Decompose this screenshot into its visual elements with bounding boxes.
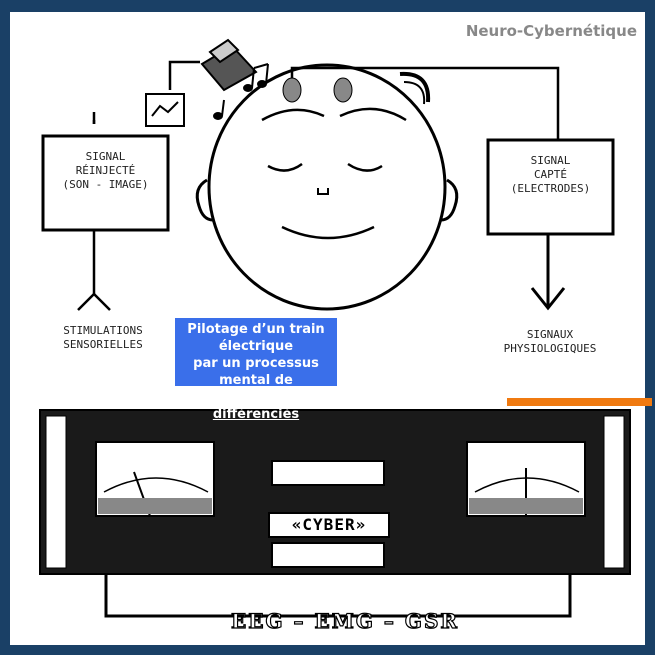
banner-line: par un processus mental de: [193, 356, 319, 388]
right-box-line: SIGNAL: [530, 154, 571, 167]
keyboard-icon: [200, 38, 258, 92]
left-box-line: (SON - IMAGE): [62, 178, 149, 191]
description-banner: Pilotage d’un train électrique par un pr…: [175, 318, 337, 422]
banner-line: Pilotage d’un train électrique: [187, 322, 325, 354]
device-drawing: [39, 409, 631, 618]
right-box-line: CAPTÉ: [533, 168, 568, 181]
monitor-icon: [145, 93, 185, 127]
right-box-line: (ELECTRODES): [510, 182, 591, 195]
right-output-line: PHYSIOLOGIQUES: [503, 342, 597, 355]
left-box-line: SIGNAL: [85, 150, 126, 163]
neuro-diagram: [39, 38, 631, 618]
device-label: EEG – EMG – GSR: [230, 608, 460, 633]
diagram-frame: Neuro-Cybernétique SIGNAL RÉINJECTÉ (SON…: [10, 12, 652, 645]
right-output-line: SIGNAUX: [526, 328, 574, 341]
left-output-label: STIMULATIONS SENSORIELLES: [38, 324, 168, 352]
right-signal-box-text: SIGNAL CAPTÉ (ELECTRODES): [488, 154, 613, 196]
accent-bar: [507, 398, 652, 406]
left-box-line: RÉINJECTÉ: [75, 164, 136, 177]
head-drawing: [195, 63, 459, 311]
electrode-icon: [282, 77, 353, 103]
banner-link[interactable]: trois ordres différenciés: [212, 390, 300, 422]
left-signal-box: [41, 134, 170, 232]
left-signal-box-text: SIGNAL RÉINJECTÉ (SON - IMAGE): [43, 150, 168, 192]
left-output-line: SENSORIELLES: [63, 338, 143, 351]
device-display: «CYBER»: [268, 512, 390, 538]
music-note-icon: [213, 63, 269, 120]
left-output-line: STIMULATIONS: [63, 324, 143, 337]
page-title: Neuro-Cybernétique: [465, 22, 637, 40]
right-signal-box: [486, 138, 615, 236]
right-output-label: SIGNAUX PHYSIOLOGIQUES: [485, 328, 615, 356]
